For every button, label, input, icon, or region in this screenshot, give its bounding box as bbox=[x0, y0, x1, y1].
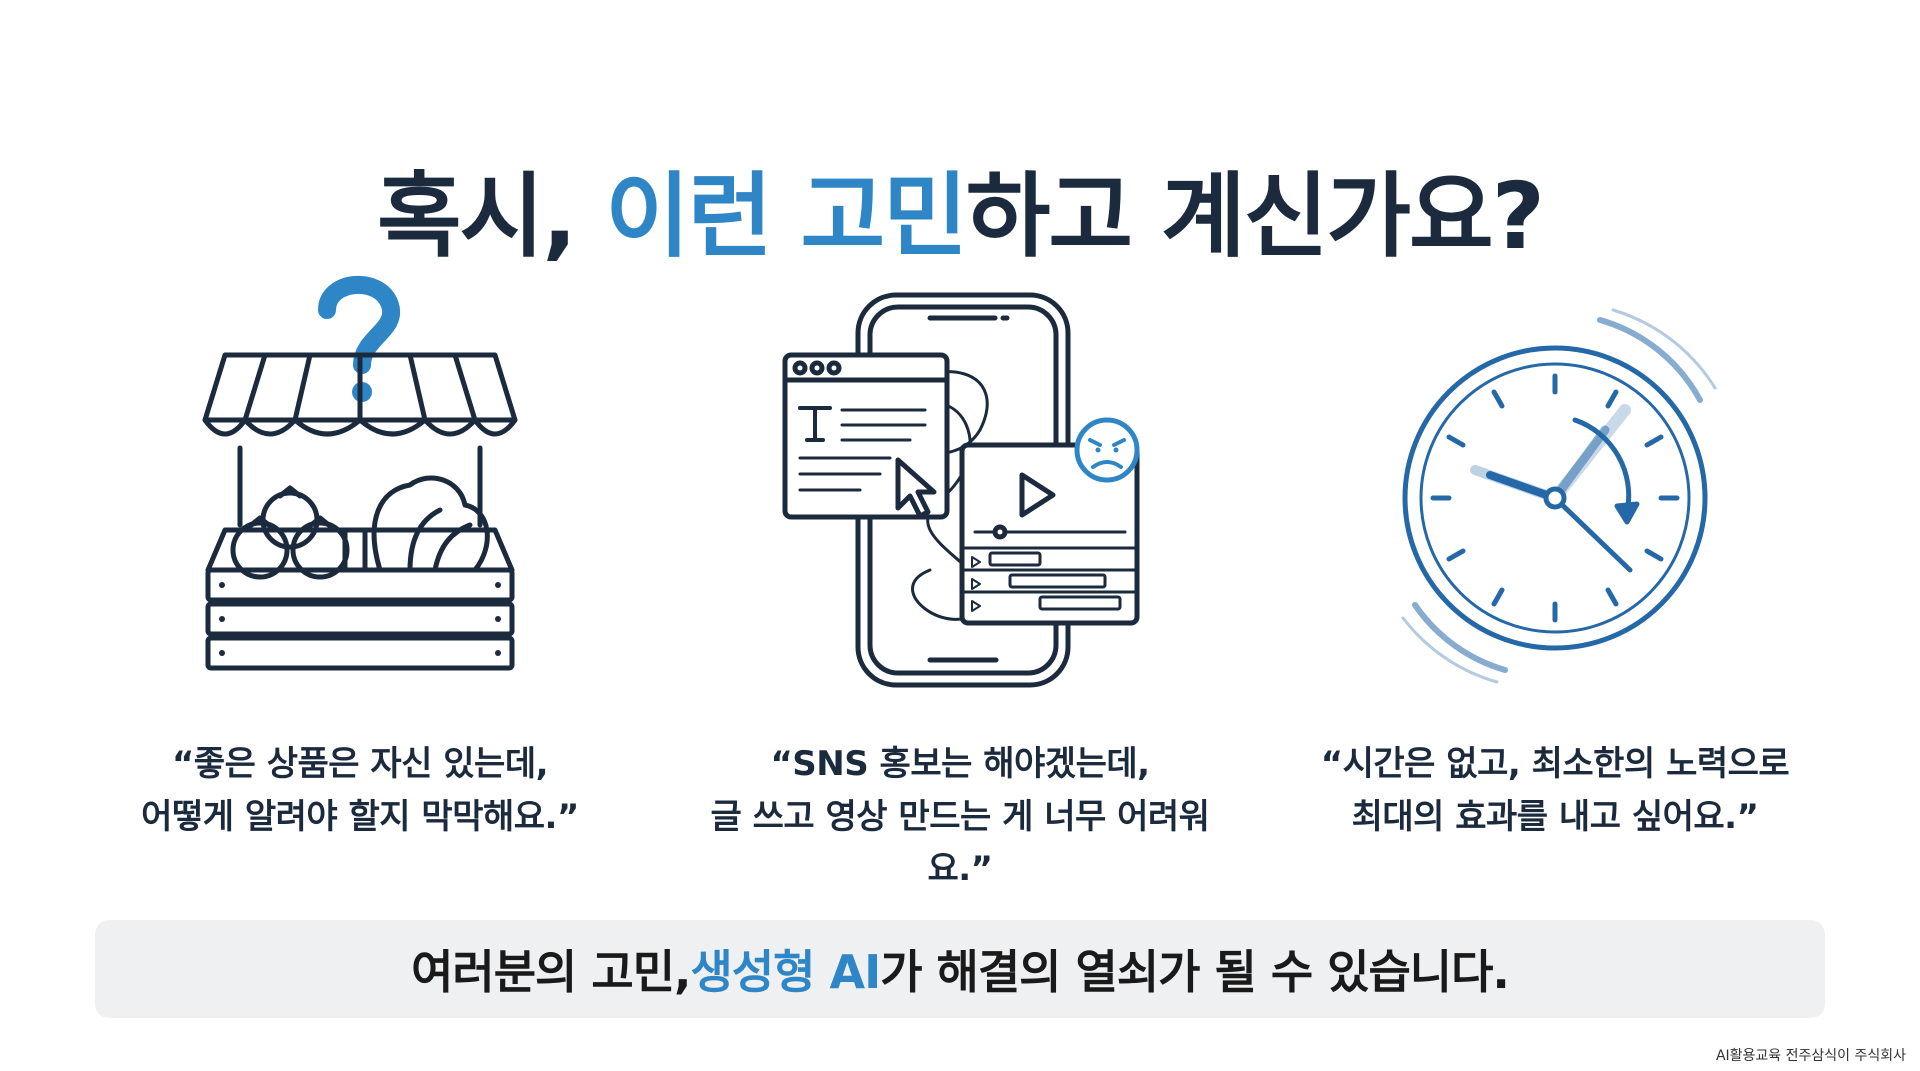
title-part-1: 혹시, bbox=[376, 162, 606, 270]
quote-market: “좋은 상품은 자신 있는데, 어떻게 알려야 할지 막막해요.” bbox=[80, 738, 640, 843]
quote-sns: “SNS 홍보는 해야겠는데, 글 쓰고 영상 만드는 게 너무 어려워요.” bbox=[680, 738, 1240, 896]
banner-part-2: 가 해결의 열쇠가 될 수 있습니다. bbox=[880, 945, 1510, 999]
smartphone-content-icon bbox=[782, 292, 1140, 688]
quote-line-1: “SNS 홍보는 해야겠는데, bbox=[770, 744, 1150, 784]
quote-line-2: 최대의 효과를 내고 싶어요.” bbox=[1351, 796, 1759, 837]
market-stall-icon bbox=[202, 275, 518, 671]
title-part-2: 하고 계신가요? bbox=[965, 162, 1545, 270]
quote-time: “시간은 없고, 최소한의 노력으로 최대의 효과를 내고 싶어요.” bbox=[1275, 738, 1835, 843]
card-sns: “SNS 홍보는 해야겠는데, 글 쓰고 영상 만드는 게 너무 어려워요.” bbox=[680, 270, 1240, 889]
card-market: “좋은 상품은 자신 있는데, 어떻게 알려야 할지 막막해요.” bbox=[80, 270, 640, 870]
quote-line-2: 어떻게 알려야 할지 막막해요.” bbox=[141, 796, 579, 837]
banner-accent: 생성형 AI bbox=[690, 945, 882, 999]
title-accent: 이런 고민 bbox=[605, 162, 968, 270]
footer-credit: AI활용교육 전주삼식이 주식회사 bbox=[1715, 1048, 1906, 1064]
quote-line-1: “시간은 없고, 최소한의 노력으로 bbox=[1320, 744, 1790, 784]
fast-clock-icon bbox=[1401, 308, 1717, 684]
page-title: 혹시, 이런 고민하고 계신가요? bbox=[0, 162, 1920, 272]
banner-part-1: 여러분의 고민, bbox=[411, 945, 691, 999]
quote-line-1: “좋은 상품은 자신 있는데, bbox=[171, 744, 549, 784]
card-time: “시간은 없고, 최소한의 노력으로 최대의 효과를 내고 싶어요.” bbox=[1275, 270, 1835, 870]
quote-line-2: 글 쓰고 영상 만드는 게 너무 어려워요.” bbox=[710, 796, 1210, 890]
